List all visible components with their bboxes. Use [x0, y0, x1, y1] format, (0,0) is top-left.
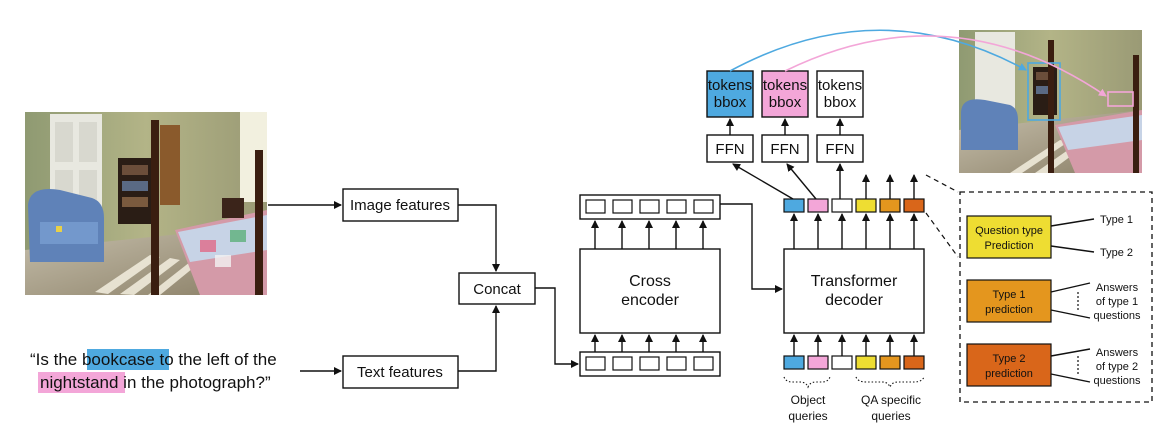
output-photo: [959, 30, 1142, 173]
decoder-output-tokens: [783, 198, 925, 213]
ans1-label-1: Answers: [1096, 282, 1139, 294]
type2-out-line: [1050, 245, 1095, 253]
text-features-label: Text features: [357, 364, 443, 381]
output-tokens-bbox-3: [816, 70, 864, 118]
zoom-line-top: [925, 174, 959, 193]
object-queries-label-1: Object: [791, 393, 826, 407]
bookcase-arc: [729, 29, 1027, 72]
type2-out-label: Type 2: [1100, 247, 1133, 259]
type1-out-label: Type 1: [1100, 214, 1133, 226]
ans1-label-3: questions: [1093, 310, 1141, 322]
encoder-input-cells: [585, 356, 714, 371]
ans2-line-bottom: [1050, 373, 1091, 383]
nightstand-arc: [784, 35, 1107, 97]
question-line-1: “Is the bookcase to the left of the: [30, 350, 277, 369]
bbox-label-1: bbox: [714, 94, 747, 111]
tokens-label-2: tokens: [763, 77, 807, 94]
detail-panel: [959, 191, 1153, 403]
bookcase-highlight: [87, 349, 169, 370]
edge-token1-to-ffn1: [732, 163, 794, 200]
text-features-box: [342, 355, 459, 389]
edge-txtfeat-to-concat: [458, 305, 500, 372]
ans2-line-top: [1050, 348, 1091, 357]
ans2-label-3: questions: [1093, 375, 1141, 387]
type2-prediction-label-2: prediction: [985, 368, 1033, 380]
decoder-up-arrows: [790, 174, 918, 356]
tokens-label-1: tokens: [708, 77, 752, 94]
ans2-label-1: Answers: [1096, 347, 1139, 359]
object-queries-brace: [783, 376, 831, 389]
cross-encoder-box: [579, 248, 721, 334]
encoder-output-cells: [585, 199, 714, 214]
ffn-box-2: [761, 134, 809, 163]
type1-prediction-label-1: Type 1: [992, 289, 1025, 301]
output-tokens-bbox-2: [761, 70, 809, 118]
type2-prediction-box: [966, 343, 1052, 387]
transformer-decoder-label-1: Transformer: [811, 273, 898, 290]
bookcase-bbox: [1027, 62, 1061, 121]
decoder-input-queries: [783, 355, 925, 370]
ffn-label-3: FFN: [825, 141, 854, 158]
ans1-line-top: [1050, 282, 1091, 293]
bbox-label-2: bbox: [769, 94, 802, 111]
transformer-decoder-label-2: decoder: [825, 292, 883, 309]
ans1-line-bottom: [1050, 309, 1091, 319]
type1-prediction-label-2: prediction: [985, 304, 1033, 316]
bedpost-shape: [151, 120, 159, 295]
question-type-label-1: Question type: [975, 225, 1043, 237]
transformer-decoder-box: [783, 248, 925, 334]
type1-out-line: [1050, 218, 1095, 227]
object-queries-label-2: queries: [788, 409, 827, 423]
type2-prediction-label-1: Type 2: [992, 353, 1025, 365]
concat-label: Concat: [473, 281, 521, 298]
nightstand-highlight: [38, 372, 125, 393]
encoder-up-arrows: [591, 220, 707, 352]
ffn-label-1: FFN: [715, 141, 744, 158]
ans1-label-2: of type 1: [1096, 296, 1138, 308]
qa-queries-label-1: QA specific: [861, 393, 921, 407]
edge-encoder-to-decoder: [720, 203, 783, 293]
cross-encoder-label-2: encoder: [621, 292, 679, 309]
edge-imgfeat-to-concat: [458, 204, 500, 272]
ffn-label-2: FFN: [770, 141, 799, 158]
type1-prediction-box: [966, 279, 1052, 323]
edge-token2-to-ffn2: [786, 163, 817, 200]
qa-queries-brace: [855, 376, 925, 389]
cross-encoder-label-1: Cross: [629, 273, 671, 290]
ans2-label-2: of type 2: [1096, 361, 1138, 373]
zoom-line-bottom: [925, 212, 959, 258]
nightstand-bbox: [1107, 91, 1134, 107]
question-type-box: [966, 215, 1052, 259]
image-features-box: [342, 188, 459, 222]
question-type-label-2: Prediction: [985, 240, 1034, 252]
qa-queries-label-2: queries: [871, 409, 910, 423]
edge-concat-to-encoder-input: [535, 287, 579, 368]
image-features-label: Image features: [350, 197, 450, 214]
bbox-label-3: bbox: [824, 94, 857, 111]
input-photo: [25, 112, 267, 295]
tokens-label-3: tokens: [818, 77, 862, 94]
ffn-box-3: [816, 134, 864, 163]
question-line-2: nightstand in the photograph?”: [40, 373, 271, 392]
